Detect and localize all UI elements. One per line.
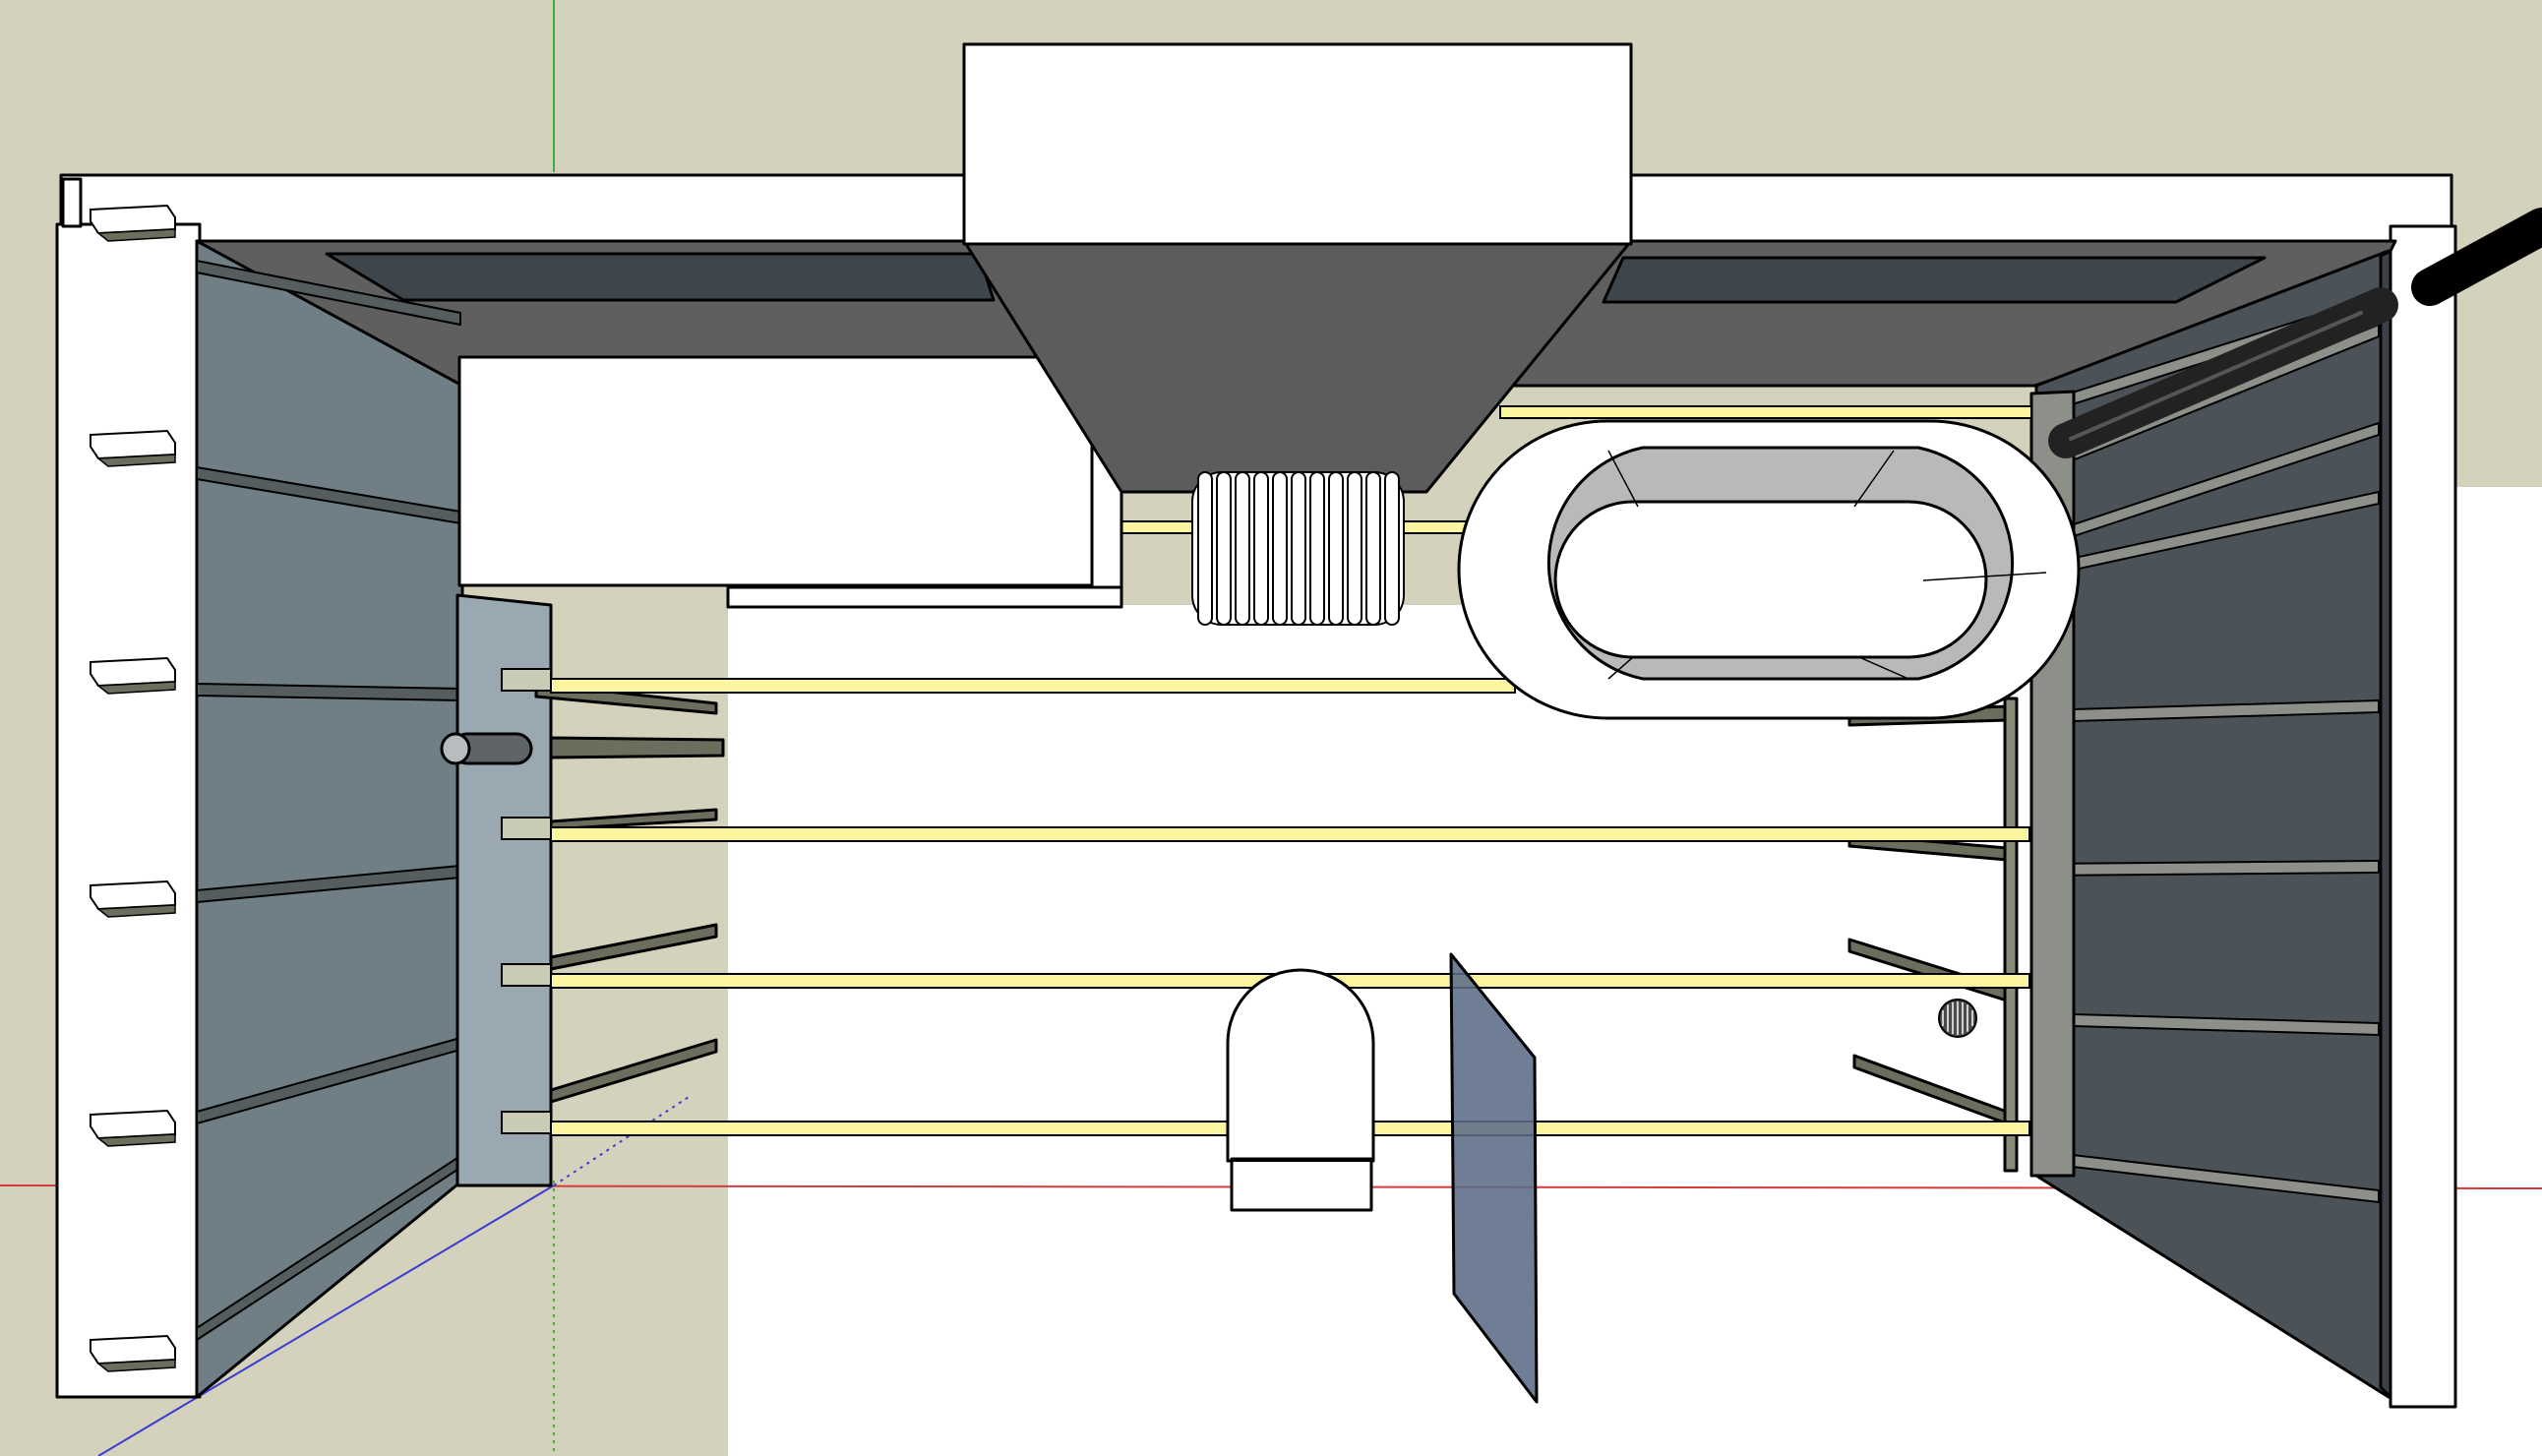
coil-spring[interactable]	[1191, 471, 1405, 626]
hopper[interactable]	[962, 42, 1633, 494]
coil-ring	[1328, 471, 1344, 626]
frame-slot	[90, 1334, 176, 1365]
light-tube-1[interactable]	[550, 678, 1516, 694]
glass-pane[interactable]	[1449, 952, 1539, 1404]
round-grille[interactable]	[1938, 999, 1977, 1038]
tub-seam-4	[1858, 656, 1909, 680]
coil-ring	[1365, 471, 1381, 626]
left-rail-2	[549, 736, 725, 759]
cabinet-box[interactable]	[457, 355, 1120, 587]
frame-slot	[90, 204, 176, 235]
light-tube-top-right[interactable]	[1499, 405, 2032, 419]
hopper-top-box[interactable]	[962, 42, 1633, 246]
frame-corner-notch	[61, 177, 83, 228]
coil-ring	[1253, 471, 1269, 626]
left-rails	[534, 682, 725, 1104]
frame-slot	[90, 1109, 176, 1140]
coil-ring	[1235, 471, 1250, 626]
light-tube-bracket	[501, 963, 552, 987]
tub-seam-5	[1607, 656, 1634, 680]
cabinet-box-base	[726, 585, 1123, 609]
light-tube-bracket	[501, 1111, 552, 1134]
coil-ring	[1309, 471, 1325, 626]
oval-tub[interactable]	[1457, 419, 2081, 720]
white-bin[interactable]	[1226, 968, 1375, 1212]
tub-seam-1	[1607, 450, 1639, 508]
frame-right-post[interactable]	[2389, 224, 2457, 1409]
black-pipe-upper[interactable]	[2411, 208, 2542, 306]
coil-ring	[1384, 471, 1400, 626]
tub-bottom[interactable]	[1553, 500, 1988, 659]
floor-white-right	[2454, 487, 2542, 1456]
light-tube-bracket	[501, 817, 552, 840]
left-cylinder[interactable]	[440, 732, 533, 765]
blue-axis-dotted	[553, 1096, 690, 1186]
right-vertical-post	[2003, 697, 2019, 1173]
coil-ring	[1347, 471, 1362, 626]
white-bin-base[interactable]	[1230, 1157, 1373, 1212]
left-rail-5	[549, 1038, 718, 1104]
left-cylinder-cap[interactable]	[440, 732, 471, 765]
frame-post-slots	[90, 204, 176, 1372]
left-wall-ribs	[196, 259, 461, 1342]
coil-ring	[1197, 471, 1213, 626]
coil-ring	[1272, 471, 1288, 626]
coil-ring	[1216, 471, 1232, 626]
ceiling-vent-right[interactable]	[1602, 256, 2267, 304]
frame-slot	[90, 429, 176, 460]
blue-axis	[97, 1184, 555, 1456]
right-wall[interactable]	[2029, 249, 2392, 1399]
tub-seam-2	[1853, 450, 1895, 508]
right-wall-ribs	[2037, 293, 2380, 1204]
right-back-strip	[2379, 249, 2392, 1399]
frame-slot	[90, 880, 176, 911]
light-tube-bracket	[501, 668, 552, 692]
right-rails	[1847, 697, 2019, 1173]
left-wall-rib	[196, 259, 461, 327]
white-bin-body[interactable]	[1226, 968, 1375, 1163]
frame-left-post[interactable]	[55, 222, 202, 1399]
black-pipe[interactable]	[2048, 208, 2542, 458]
tub-seam-3	[1922, 572, 2047, 581]
black-pipe-highlight	[2069, 311, 2363, 441]
frame-slot	[90, 656, 176, 688]
right-wall-rib	[2037, 859, 2380, 878]
light-tube-2[interactable]	[550, 826, 2030, 842]
ceiling-vent-left[interactable]	[325, 252, 996, 302]
coil-ring	[1291, 471, 1306, 626]
